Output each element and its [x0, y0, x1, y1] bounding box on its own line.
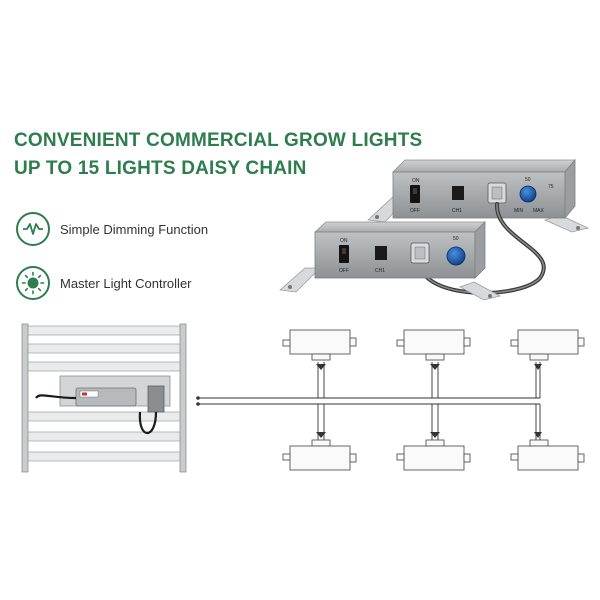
sun-controller-icon: [16, 266, 50, 300]
controller-front-on-label: ON: [340, 238, 348, 244]
chained-light-top-3: [510, 329, 585, 361]
controller-back-scale-label: 75: [548, 184, 554, 190]
controller-back-channel-label: CH1: [452, 208, 462, 214]
controller-front-rj-port: [375, 246, 387, 260]
controller-front-knob-top-label: 50: [453, 236, 459, 242]
controller-front-off-label: OFF: [339, 268, 349, 274]
sine-wave-icon: [16, 212, 50, 246]
controller-back-rj-port: [452, 186, 464, 200]
controller-back-knob-top-label: 50: [525, 177, 531, 183]
feature-master-controller-label: Master Light Controller: [60, 275, 192, 291]
controller-back-dimmer-knob: [519, 185, 537, 203]
chained-light-bottom-2: [396, 439, 471, 471]
feature-dimming: Simple Dimming Function: [16, 212, 208, 246]
controller-box-back: ON OFF CH1 50 MIN MAX 75: [367, 158, 590, 233]
connection-arrows: [316, 364, 542, 438]
chained-light-top-1: [282, 329, 357, 361]
controller-front-dimmer-knob: [446, 246, 466, 266]
controller-back-min-label: MIN: [514, 208, 524, 214]
feature-dimming-label: Simple Dimming Function: [60, 221, 209, 237]
headline-line-2: UP TO 15 LIGHTS DAISY CHAIN: [14, 158, 307, 179]
controller-back-off-label: OFF: [410, 208, 420, 214]
chained-light-bottom-3: [510, 439, 585, 471]
controller-front-channel-label: CH1: [375, 268, 385, 274]
driver-control-box: [147, 385, 165, 413]
feature-master-controller: Master Light Controller: [16, 266, 192, 300]
controller-back-max-label: MAX: [533, 208, 545, 214]
controller-box-front: ON OFF CH1 50: [279, 221, 502, 301]
daisy-chain-diagram: [198, 362, 541, 440]
chained-light-top-2: [396, 329, 471, 361]
headline-line-1: CONVENIENT COMMERCIAL GROW LIGHTS: [14, 130, 423, 151]
grow-light-fixture: [21, 323, 187, 473]
chained-light-bottom-1: [282, 439, 357, 471]
controller-back-on-label: ON: [412, 178, 420, 184]
